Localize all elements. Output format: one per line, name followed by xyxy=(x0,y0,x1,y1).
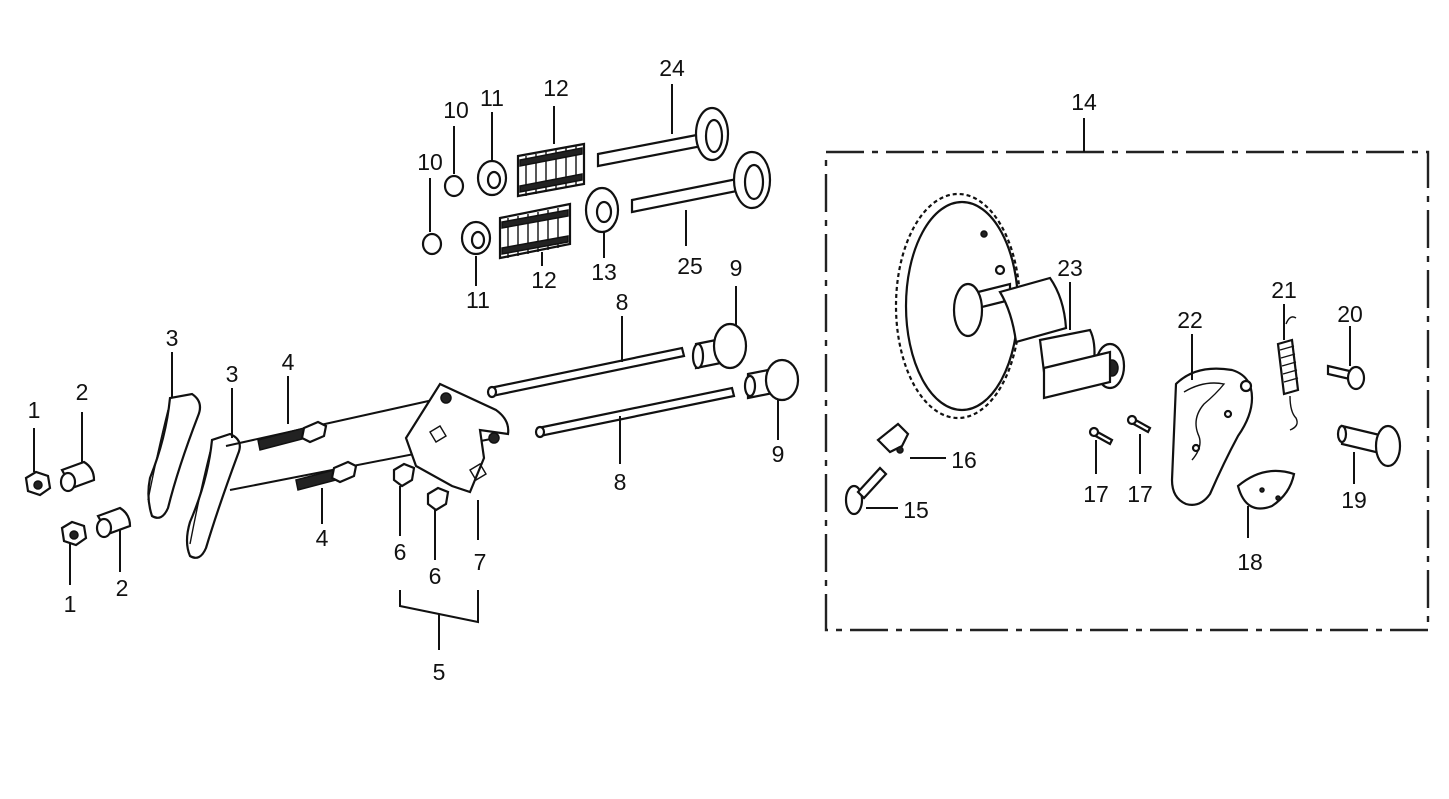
part-12-valve-spring-lower xyxy=(498,202,572,266)
callout-3-right: 3 xyxy=(226,361,239,387)
callout-4-lower: 4 xyxy=(316,525,329,551)
part-8-push-rod-upper xyxy=(486,316,686,399)
part-4-rocker-stud-upper xyxy=(225,376,443,451)
part-9-tappet-lower xyxy=(743,358,800,440)
callout-12-lower: 12 xyxy=(531,267,557,293)
part-2-pivot-lower xyxy=(95,506,132,572)
callout-2-upper: 2 xyxy=(76,379,89,405)
callout-17-right: 17 xyxy=(1127,481,1153,507)
callout-15: 15 xyxy=(903,497,929,523)
callout-9-lower: 9 xyxy=(772,441,785,467)
part-3-rocker-arm-right xyxy=(185,388,241,559)
part-13-valve-cap xyxy=(584,186,620,258)
callout-14: 14 xyxy=(1071,89,1097,115)
part-17-screw-right xyxy=(1126,414,1152,474)
part-10-keeper-lower xyxy=(421,178,443,256)
callout-8-upper: 8 xyxy=(616,289,629,315)
part-7-guide-plate xyxy=(404,382,510,540)
callout-6-right: 6 xyxy=(429,563,442,589)
part-11-retainer-upper xyxy=(476,112,508,197)
callout-20: 20 xyxy=(1337,301,1363,327)
callout-21: 21 xyxy=(1271,277,1297,303)
part-12-valve-spring-upper xyxy=(516,106,586,198)
callout-1-upper: 1 xyxy=(28,397,41,423)
part-18-lobe xyxy=(1236,469,1296,538)
callout-labels: 1 1 2 2 3 3 4 4 5 6 6 7 8 8 9 9 10 10 11… xyxy=(28,55,1367,685)
part-21-spring xyxy=(1276,304,1300,431)
part-22-plate xyxy=(1170,334,1254,506)
callout-24: 24 xyxy=(659,55,685,81)
callout-19: 19 xyxy=(1341,487,1367,513)
part-6-clip-left xyxy=(392,462,416,536)
part-11-retainer-lower xyxy=(460,220,492,286)
callout-18: 18 xyxy=(1237,549,1263,575)
callout-6-left: 6 xyxy=(394,539,407,565)
callout-3-left: 3 xyxy=(166,325,179,351)
part-6-clip-right xyxy=(426,486,450,560)
callout-16: 16 xyxy=(951,447,977,473)
part-5-group-bracket xyxy=(399,590,479,650)
part-9-tappet-upper xyxy=(691,286,748,370)
part-1-nut-lower xyxy=(60,520,88,585)
callout-10-upper: 10 xyxy=(443,97,469,123)
callout-17-left: 17 xyxy=(1083,481,1109,507)
callout-23: 23 xyxy=(1057,255,1083,281)
part-23-camshaft-gear xyxy=(894,192,1126,420)
callout-5: 5 xyxy=(433,659,446,685)
part-20-pin xyxy=(1326,326,1366,391)
part-25-valve-lower xyxy=(630,150,772,246)
part-16-weight xyxy=(876,422,946,459)
callout-7: 7 xyxy=(474,549,487,575)
callout-10-lower: 10 xyxy=(417,149,443,175)
callout-9-upper: 9 xyxy=(730,255,743,281)
part-19-pin xyxy=(1336,424,1402,484)
callout-13: 13 xyxy=(591,259,617,285)
callout-11-lower: 11 xyxy=(466,287,490,313)
part-2-pivot-upper xyxy=(59,412,96,493)
callout-8-lower: 8 xyxy=(614,469,627,495)
part-15-pin xyxy=(844,466,898,516)
part-8-push-rod-lower xyxy=(534,386,736,464)
callout-22: 22 xyxy=(1177,307,1203,333)
callout-25: 25 xyxy=(677,253,703,279)
part-1-nut-upper xyxy=(24,428,52,497)
part-3-rocker-arm-left xyxy=(147,352,202,519)
callout-12-upper: 12 xyxy=(543,75,569,101)
part-24-valve-upper xyxy=(596,84,730,168)
part-10-keeper-upper xyxy=(443,126,465,198)
part-17-screw-left xyxy=(1088,426,1114,474)
callout-1-lower: 1 xyxy=(64,591,77,617)
callout-4-upper: 4 xyxy=(282,349,295,375)
camshaft-assembly-frame xyxy=(824,118,1430,632)
callout-2-lower: 2 xyxy=(116,575,129,601)
callout-11-upper: 11 xyxy=(480,85,504,111)
